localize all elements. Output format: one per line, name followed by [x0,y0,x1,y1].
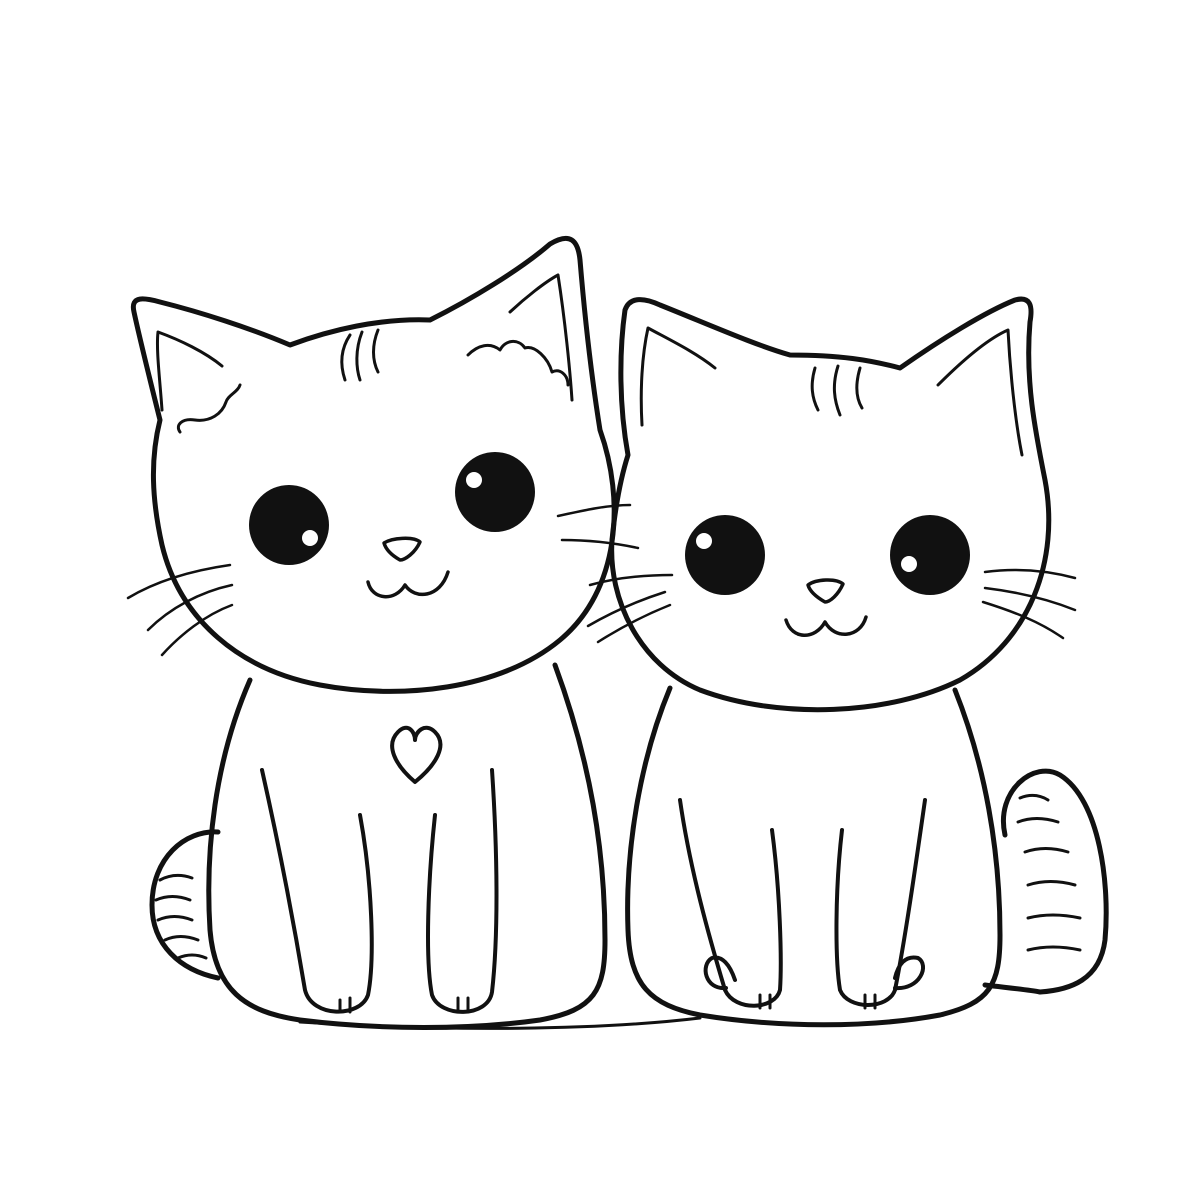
right-cat-body [625,685,1003,1028]
left-cat-nose [382,536,422,562]
left-cat-forehead-stripes [340,328,380,382]
left-cat-leg-left [260,768,374,1014]
left-cat-inner-ear-right [508,273,574,402]
left-cat-eye-right [455,452,535,532]
left-cat [126,236,640,1030]
left-cat-whiskers-left [126,563,234,657]
right-cat-eye-right [890,515,970,595]
right-cat-leg-right [834,798,927,1007]
left-cat-fringe-tuft [176,383,242,434]
left-cat-head-tuft [466,340,570,387]
left-cat-head [130,236,617,694]
left-cat-eye-left [249,485,329,565]
right-cat-head [609,296,1052,713]
right-cat-eye-left [685,515,765,595]
right-cat-inner-ear-right [936,328,1024,457]
right-cat-haunch-right [893,955,925,991]
right-cat-leg-left [678,798,783,1008]
right-cat-whiskers-right [981,568,1077,640]
ground-line [298,1016,702,1030]
right-cat [586,296,1109,1028]
left-cat-inner-ear-left [155,330,224,412]
right-cat-haunch-left [703,955,737,991]
left-cat-tail [149,829,221,981]
right-cat-inner-ear-left [639,326,717,427]
left-cat-toes [338,996,470,1014]
right-cat-mouth [784,615,868,637]
right-cat-toes [758,993,877,1010]
left-cat-heart-pendant [390,725,443,784]
right-cat-nose [806,578,845,604]
left-cat-mouth [366,570,450,599]
right-cat-whiskers-left [586,573,674,644]
right-cat-forehead-stripes [810,364,864,417]
left-cat-whiskers-right [556,503,640,550]
